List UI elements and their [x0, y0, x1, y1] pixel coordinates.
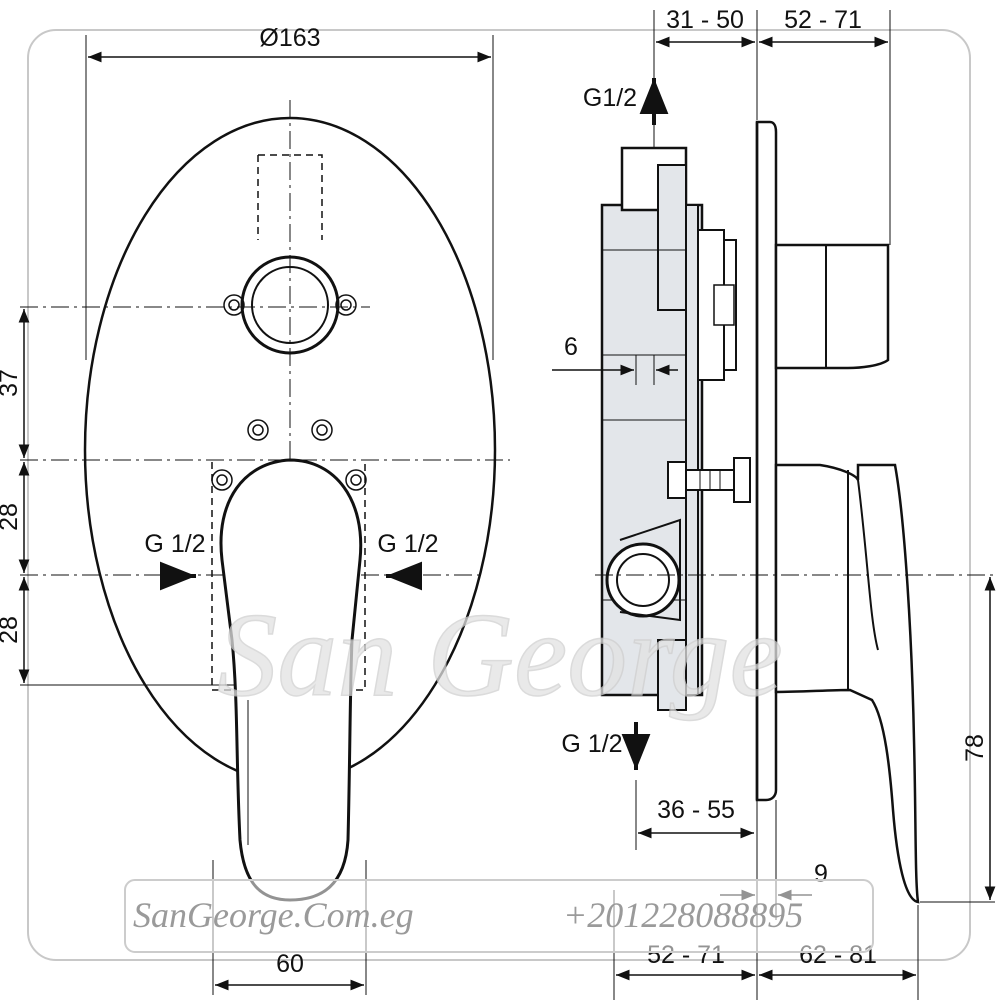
depth-dim-label: 36 - 55	[657, 796, 735, 824]
front-view	[18, 35, 510, 995]
wall-dim-label: 6	[564, 333, 578, 361]
cover-plate-side	[755, 120, 778, 802]
inlet-right-label: G 1/2	[377, 530, 438, 558]
watermark-website: SanGeorge.Com.eg	[133, 895, 414, 935]
spacing-bottom-label: 28	[0, 616, 23, 644]
inlet-left-label: G 1/2	[144, 530, 205, 558]
top-dim-right-label: 52 - 71	[784, 6, 862, 34]
spacing-top-label: 37	[0, 369, 23, 397]
side-view	[552, 10, 996, 1000]
handle-height-label: 78	[961, 734, 989, 762]
mounting-lugs	[211, 294, 367, 491]
outlet-opening	[240, 255, 340, 355]
spacing-mid-label: 28	[0, 503, 23, 531]
watermark: San George SanGeorge.Com.eg +20122808889…	[124, 587, 874, 953]
outlet-bottom-label: G 1/2	[561, 730, 622, 758]
outlet-top-label: G1/2	[583, 84, 637, 112]
diameter-label: Ø163	[259, 24, 320, 52]
watermark-brand: San George	[217, 588, 782, 721]
top-dim-left-label: 31 - 50	[666, 6, 744, 34]
watermark-phone: +201228088895	[563, 895, 803, 935]
watermark-banner	[124, 879, 874, 953]
outlet-spout	[774, 243, 890, 370]
width-bottom-label: 60	[276, 950, 304, 978]
